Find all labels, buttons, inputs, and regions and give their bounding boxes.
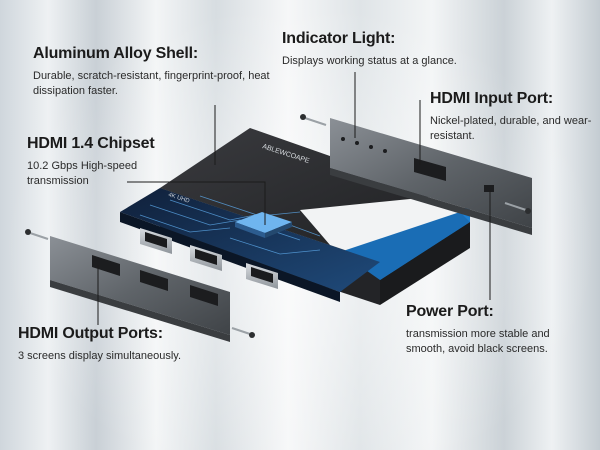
callout-hdmi-chipset: HDMI 1.4 Chipset 10.2 Gbps High-speed tr… bbox=[27, 135, 197, 189]
hdmi-output-port-connectors bbox=[140, 228, 278, 289]
callout-description: Nickel-plated, durable, and wear-resista… bbox=[430, 115, 592, 142]
callout-description: transmission more stable and smooth, avo… bbox=[406, 328, 550, 355]
callout-title: Power Port: bbox=[406, 303, 494, 320]
chip-leader-line bbox=[127, 181, 266, 225]
callout-description: 10.2 Gbps High-speed transmission bbox=[27, 160, 138, 187]
front-end-plate bbox=[25, 229, 255, 342]
callout-title: HDMI Input Port: bbox=[430, 90, 553, 107]
callout-description: Durable, scratch-resistant, fingerprint-… bbox=[33, 70, 270, 97]
callout-title: HDMI 1.4 Chipset bbox=[27, 135, 155, 152]
pcb-board bbox=[120, 188, 380, 302]
callout-indicator-light: Indicator Light: Displays working status… bbox=[282, 30, 512, 69]
callout-leader-lines bbox=[97, 72, 491, 325]
back-end-plate bbox=[300, 114, 532, 235]
callout-description: Displays working status at a glance. bbox=[282, 55, 457, 67]
callout-title: Aluminum Alloy Shell: bbox=[33, 45, 198, 62]
callout-hdmi-output-ports: HDMI Output Ports: 3 screens display sim… bbox=[18, 325, 248, 364]
hdmi-chipset bbox=[235, 212, 292, 238]
callout-description: 3 screens display simultaneously. bbox=[18, 350, 182, 362]
callout-power-port: Power Port: transmission more stable and… bbox=[406, 303, 591, 357]
callout-title: Indicator Light: bbox=[282, 30, 396, 47]
callout-title: HDMI Output Ports: bbox=[18, 325, 163, 342]
callout-aluminum-shell: Aluminum Alloy Shell: Durable, scratch-r… bbox=[33, 45, 283, 99]
callout-hdmi-input-port: HDMI Input Port: Nickel-plated, durable,… bbox=[430, 90, 595, 144]
